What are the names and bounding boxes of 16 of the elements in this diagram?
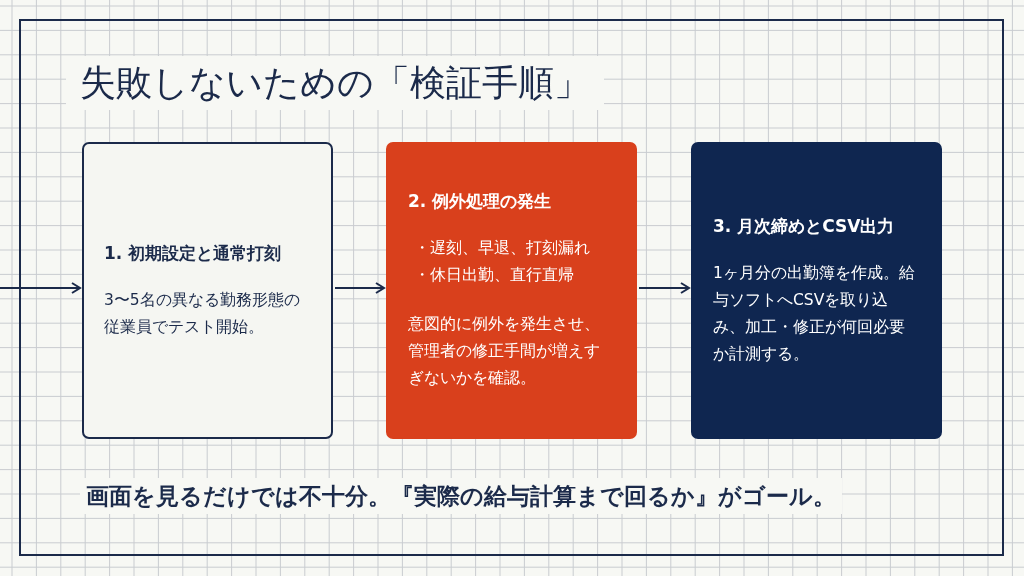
process-box [691,142,942,439]
step-heading: 3. 月次締めとCSV出力 [713,214,896,238]
step-description: 意図的に例外を発生させ、管理者の修正手間が増えすぎないかを確認。 [408,314,601,389]
step-description: 3〜5名の異なる勤務形態の従業員でテスト開始。 [104,289,301,338]
process-box [82,142,333,439]
step-heading: 1. 初期設定と通常打刻 [104,241,283,265]
bullet-item: ・休日出勤、直行直帰 [413,265,575,286]
arrow [638,282,690,294]
bullet-item: ・遅刻、早退、打刻漏れ [413,238,591,259]
step-heading: 2. 例外処理の発生 [408,190,553,213]
process-box [386,142,637,439]
arrow [334,282,385,294]
caption: 画面を見るだけでは不十分。『実際の給与計算まで回るか』がゴール。 [80,478,842,514]
title: 失敗しないための「検証手順」 [66,56,604,110]
arrow [0,282,81,294]
step-description: 1ヶ月分の出勤簿を作成。給与ソフトへCSVを取り込み、加工・修正が何回必要か計測する。 [713,262,916,365]
